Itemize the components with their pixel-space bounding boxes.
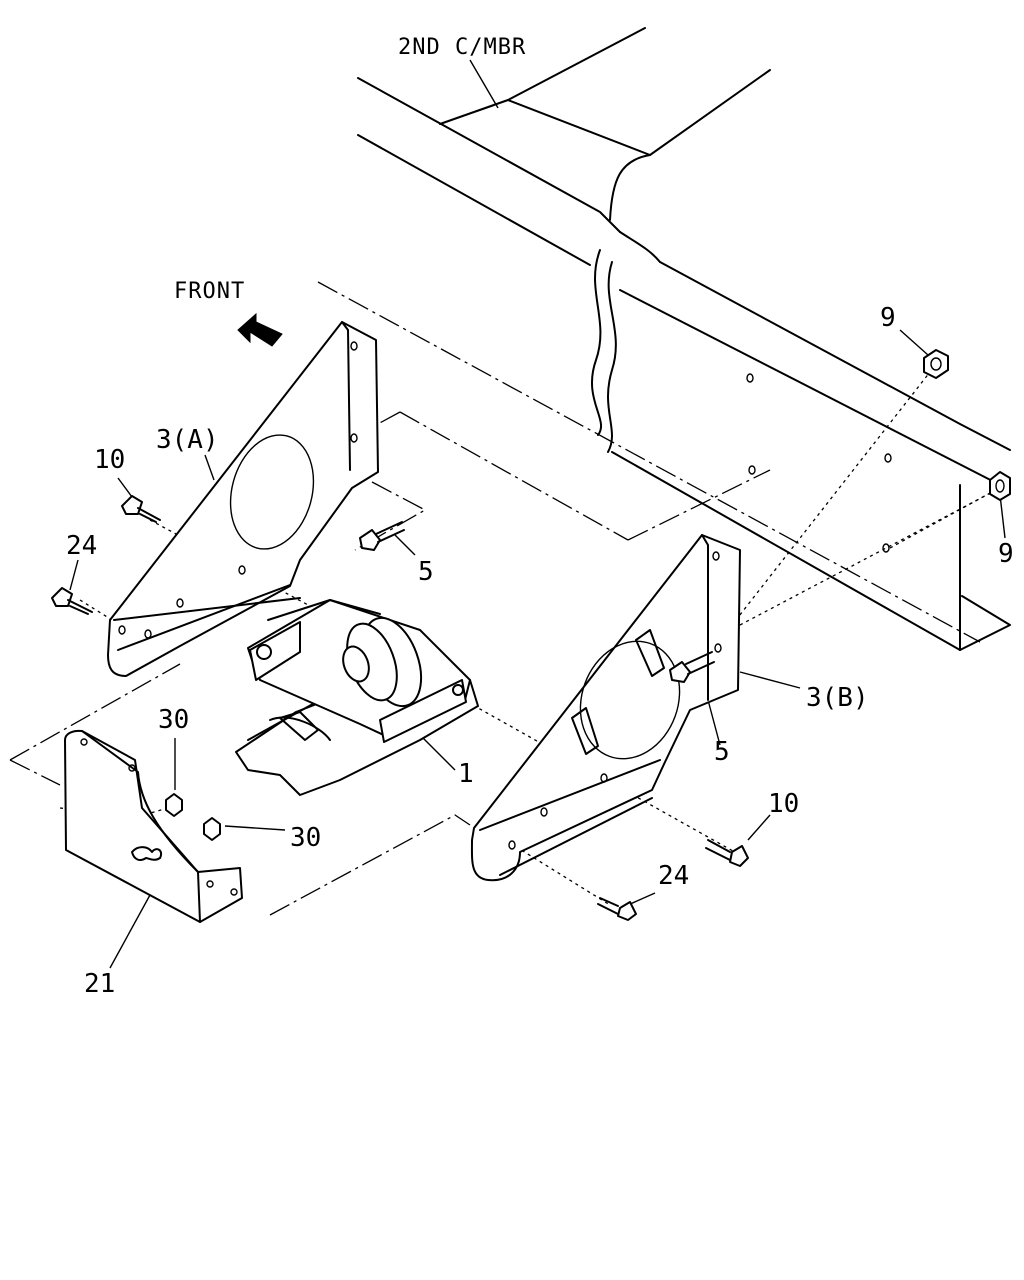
bolt-10-right xyxy=(705,839,749,867)
label-part-30-upper: 30 xyxy=(158,705,189,735)
label-part-10-left: 10 xyxy=(94,445,125,475)
nut-9-top xyxy=(923,349,949,379)
nut-30-lower xyxy=(203,817,221,841)
bolt-5-left xyxy=(359,521,405,551)
label-part-30-lower: 30 xyxy=(290,823,321,853)
bracket-3b xyxy=(470,534,741,882)
nut-30-upper xyxy=(165,793,183,817)
bolt-24-left xyxy=(51,587,93,615)
bolt-24-right xyxy=(597,897,637,921)
label-part-5-left: 5 xyxy=(418,557,434,587)
nut-9-right xyxy=(989,471,1011,501)
label-part-3b: 3(B) xyxy=(806,683,869,713)
label-2nd-cross-member: 2ND C/MBR xyxy=(398,35,526,60)
bolt-5-right xyxy=(669,651,715,683)
bracket-3a xyxy=(107,321,379,677)
label-part-9-top: 9 xyxy=(880,303,896,333)
label-part-3a: 3(A) xyxy=(156,425,219,455)
label-part-24-left: 24 xyxy=(66,531,97,561)
label-part-10-right: 10 xyxy=(768,789,799,819)
cover-plate-21 xyxy=(64,729,243,923)
leader-lines xyxy=(69,59,1006,969)
front-arrow xyxy=(237,312,283,347)
cross-member xyxy=(357,27,1011,651)
label-part-21: 21 xyxy=(84,969,115,999)
mount-assembly-1 xyxy=(235,599,479,796)
label-part-9-right: 9 xyxy=(998,539,1014,569)
label-part-5-right: 5 xyxy=(714,737,730,767)
label-part-1: 1 xyxy=(458,759,474,789)
bolt-10-left xyxy=(121,495,161,523)
label-front: FRONT xyxy=(174,279,245,304)
label-part-24-right: 24 xyxy=(658,861,689,891)
